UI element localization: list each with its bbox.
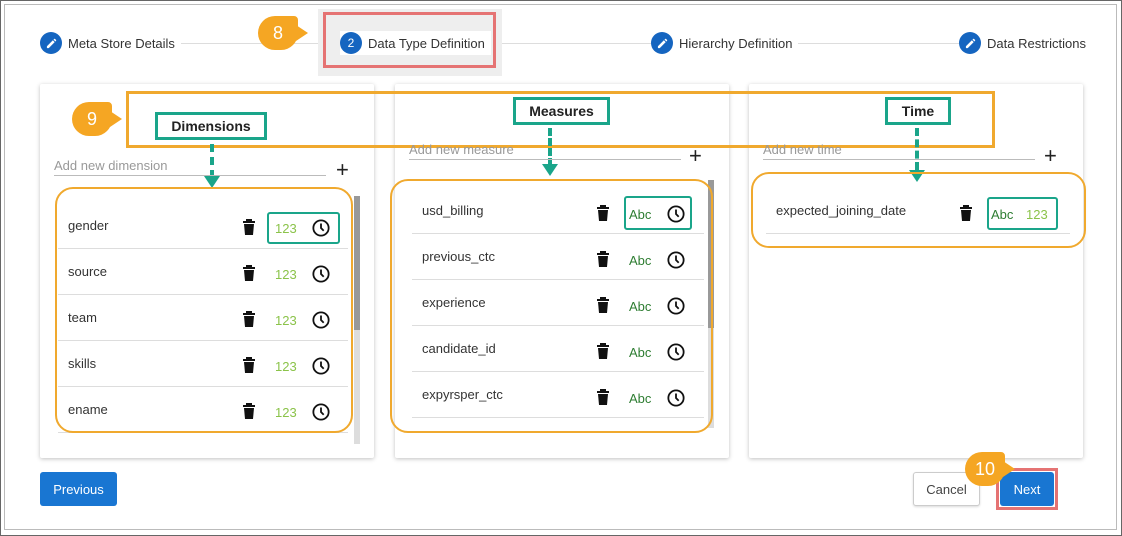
previous-button[interactable]: Previous: [40, 472, 117, 506]
dimensions-arrow-head: [204, 176, 220, 188]
stepper-line: [178, 43, 978, 44]
clock-icon[interactable]: [312, 403, 330, 421]
next-button[interactable]: Next: [1000, 472, 1054, 506]
add-time-input[interactable]: [763, 140, 1035, 160]
measure-name: usd_billing: [422, 203, 484, 218]
pencil-icon: [651, 32, 673, 54]
type-numeric[interactable]: 123: [275, 221, 297, 236]
clock-icon[interactable]: [312, 265, 330, 283]
type-text[interactable]: Abc: [629, 253, 652, 268]
pencil-icon: [959, 32, 981, 54]
clock-icon[interactable]: [312, 219, 330, 237]
time-title: Time: [885, 97, 951, 125]
dimension-name: team: [68, 310, 97, 325]
time-list-highlight: [751, 172, 1086, 248]
type-text[interactable]: Abc: [629, 299, 652, 314]
step-meta-store-details[interactable]: Meta Store Details: [40, 31, 181, 55]
dimensions-list-highlight: [55, 187, 353, 433]
dimension-name: skills: [68, 356, 97, 371]
type-text[interactable]: Abc: [991, 207, 1014, 222]
annotation-marker-9: 9: [72, 102, 122, 136]
active-step-highlight: [323, 12, 496, 68]
dimension-row: source: [58, 249, 348, 295]
pencil-icon: [40, 32, 62, 54]
annotation-marker-10: 10: [965, 452, 1015, 486]
step-label: Data Type Definition: [368, 35, 485, 51]
measure-row: expyrsper_ctc: [412, 372, 704, 418]
next-button-highlight: [996, 468, 1058, 510]
step-data-type-definition[interactable]: 2 Data Type Definition: [340, 31, 491, 55]
selected-type-box: [987, 197, 1058, 230]
measures-list-highlight: [390, 179, 713, 433]
trash-icon[interactable]: [597, 343, 609, 359]
measure-name: previous_ctc: [422, 249, 495, 264]
clock-icon[interactable]: [312, 357, 330, 375]
measure-name: experience: [422, 295, 486, 310]
trash-icon[interactable]: [243, 219, 255, 235]
dimension-row: team: [58, 295, 348, 341]
measures-arrow-head: [542, 164, 558, 176]
add-dimension-input[interactable]: [54, 156, 326, 176]
step-number: 2: [340, 32, 362, 54]
clock-icon[interactable]: [312, 311, 330, 329]
trash-icon[interactable]: [597, 205, 609, 221]
measure-row: experience: [412, 280, 704, 326]
add-measure-button[interactable]: +: [689, 143, 702, 168]
type-text[interactable]: Abc: [629, 207, 652, 222]
trash-icon[interactable]: [243, 357, 255, 373]
time-row: expected_joining_date: [766, 188, 1070, 234]
type-text[interactable]: Abc: [629, 391, 652, 406]
dimension-name: source: [68, 264, 108, 279]
type-numeric[interactable]: 123: [275, 405, 297, 420]
measure-name: candidate_id: [422, 341, 496, 356]
time-name: expected_joining_date: [776, 203, 907, 218]
type-numeric[interactable]: 123: [1026, 207, 1048, 222]
trash-icon[interactable]: [243, 403, 255, 419]
measure-row: candidate_id: [412, 326, 704, 372]
measure-row: usd_billing: [412, 188, 704, 234]
measure-name: expyrsper_ctc: [422, 387, 503, 402]
clock-icon[interactable]: [667, 389, 685, 407]
type-numeric[interactable]: 123: [275, 359, 297, 374]
trash-icon[interactable]: [597, 389, 609, 405]
measures-title: Measures: [513, 97, 610, 125]
add-measure-input[interactable]: [409, 140, 681, 160]
trash-icon[interactable]: [960, 205, 972, 221]
clock-icon[interactable]: [667, 205, 685, 223]
clock-icon[interactable]: [667, 251, 685, 269]
add-time-button[interactable]: +: [1044, 143, 1057, 168]
dimensions-scroll-thumb[interactable]: [354, 196, 360, 330]
annotation-marker-8: 8: [258, 16, 308, 50]
dimension-name: ename: [68, 402, 108, 417]
trash-icon[interactable]: [243, 311, 255, 327]
type-numeric[interactable]: 123: [275, 313, 297, 328]
dimensions-title: Dimensions: [155, 112, 267, 140]
step-label: Data Restrictions: [987, 35, 1086, 51]
stepper: Meta Store Details 2 Data Type Definitio…: [0, 0, 1122, 80]
step-hierarchy-definition[interactable]: Hierarchy Definition: [651, 31, 799, 55]
clock-icon[interactable]: [667, 343, 685, 361]
dimension-name: gender: [68, 218, 109, 233]
dimension-row: skills: [58, 341, 348, 387]
type-text[interactable]: Abc: [629, 345, 652, 360]
clock-icon[interactable]: [667, 297, 685, 315]
trash-icon[interactable]: [597, 251, 609, 267]
add-dimension-button[interactable]: +: [336, 157, 349, 182]
measure-row: previous_ctc: [412, 234, 704, 280]
selected-type-box: [267, 212, 340, 244]
content-frame: [4, 4, 1117, 530]
trash-icon[interactable]: [597, 297, 609, 313]
trash-icon[interactable]: [243, 265, 255, 281]
dimension-row: gender: [58, 203, 348, 249]
type-numeric[interactable]: 123: [275, 267, 297, 282]
cancel-button[interactable]: Cancel: [913, 472, 980, 506]
step-data-restrictions[interactable]: Data Restrictions: [959, 31, 1092, 55]
step-label: Meta Store Details: [68, 35, 175, 51]
step-label: Hierarchy Definition: [679, 35, 793, 51]
selected-type-box: [624, 196, 692, 230]
